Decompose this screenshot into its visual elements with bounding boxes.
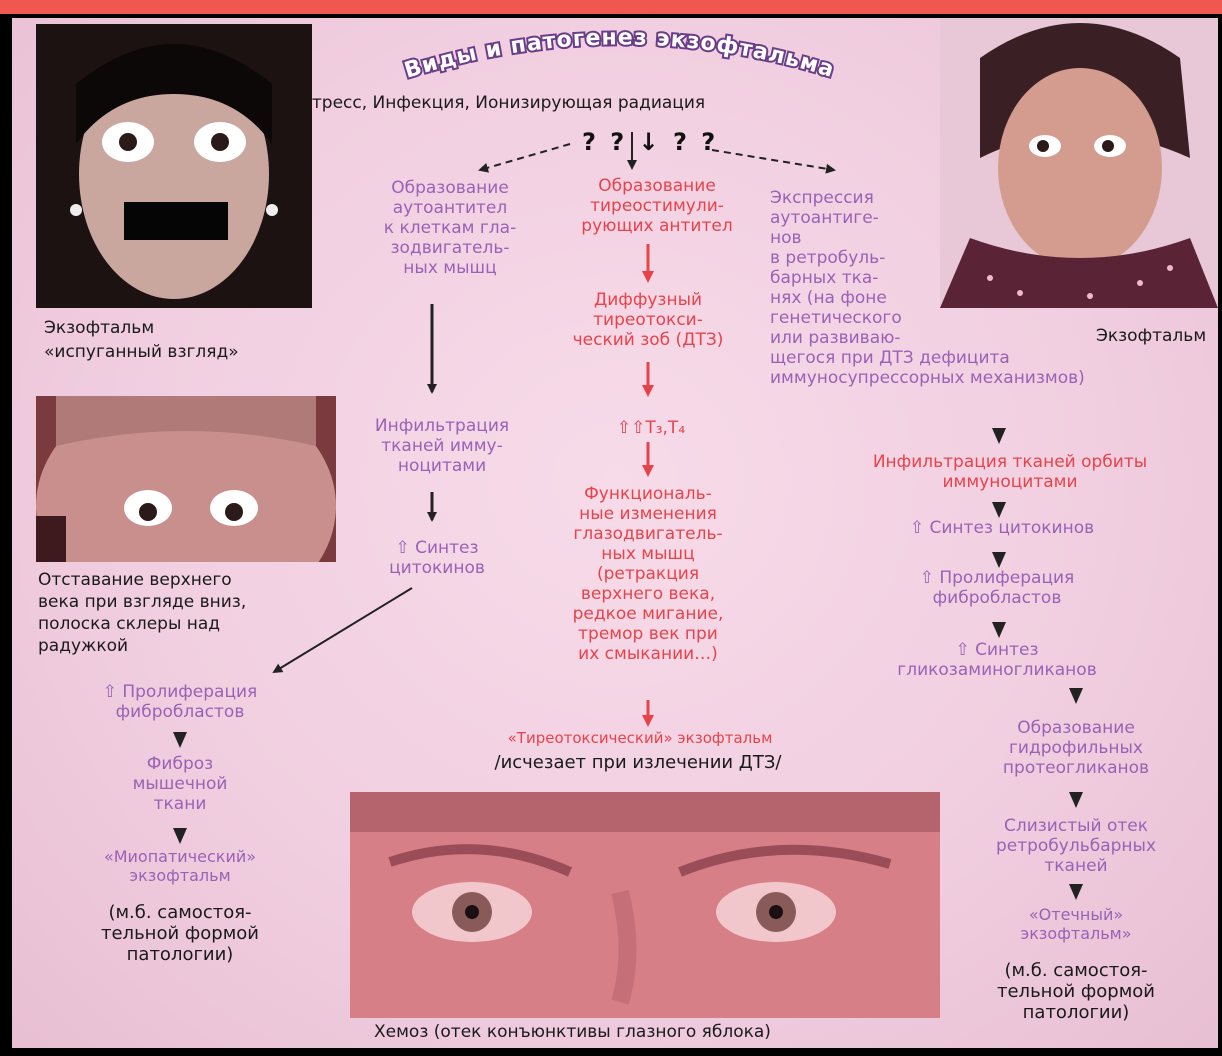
arrow-left-4 <box>173 732 187 748</box>
arrow-dashed-right <box>712 150 834 170</box>
arrow-right-7 <box>1069 884 1083 900</box>
arrow-right-5 <box>1069 688 1083 704</box>
arrow-left-5 <box>173 828 187 844</box>
flow-arrows <box>12 18 1218 1048</box>
arrow-right-4 <box>992 622 1006 638</box>
arrow-right-3 <box>992 552 1006 568</box>
arrow-right-2 <box>992 502 1006 518</box>
arrow-right-1 <box>992 428 1006 444</box>
arrow-right-6 <box>1069 792 1083 808</box>
arrow-dashed-left <box>480 144 570 170</box>
poster: Виды и патогенез экзофтальма Стресс, Инф… <box>12 18 1218 1048</box>
arrow-left-3 <box>274 588 412 672</box>
top-accent-bar <box>0 0 1222 14</box>
